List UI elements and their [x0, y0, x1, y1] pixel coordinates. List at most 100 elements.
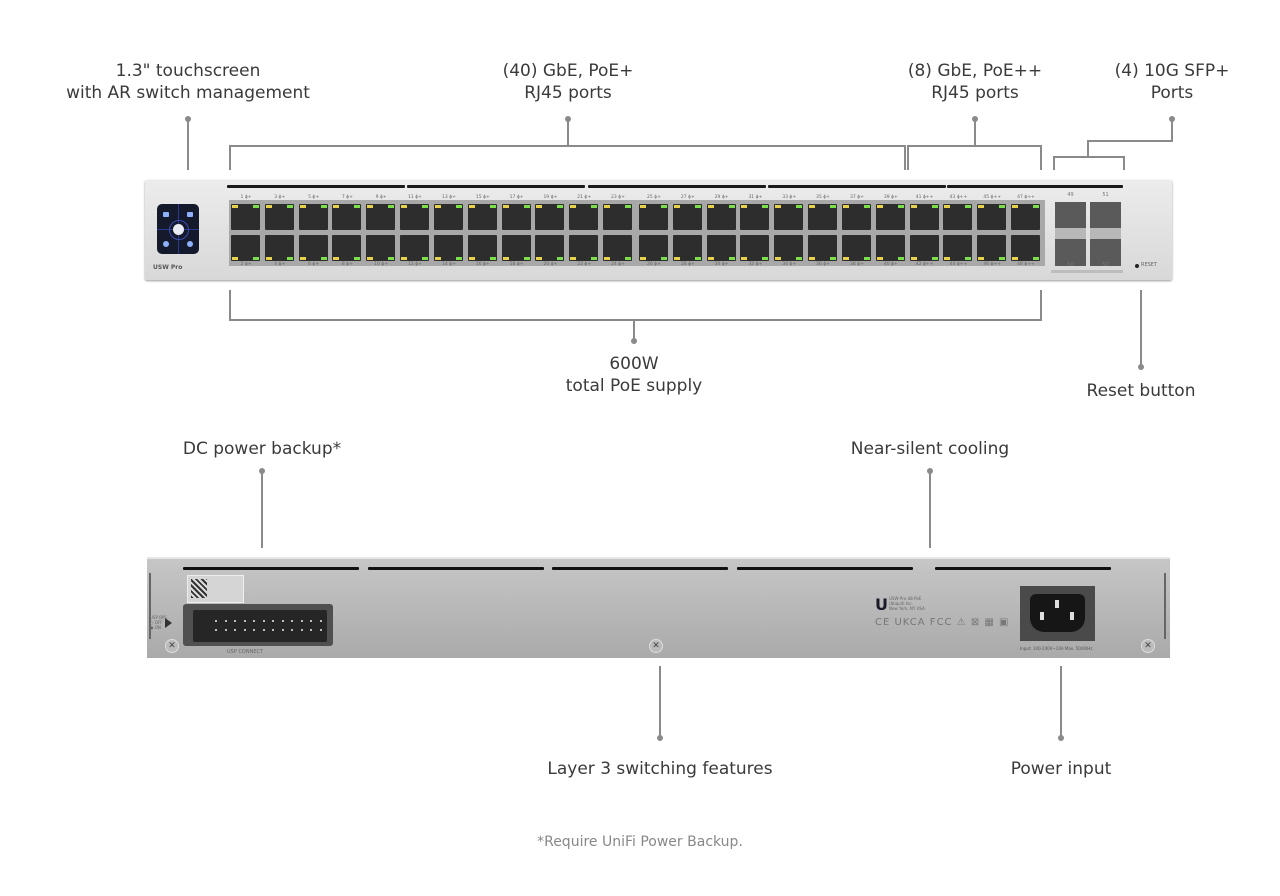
link-led — [253, 205, 259, 208]
rj45-port-48[interactable] — [1011, 235, 1040, 261]
port-number-label: 2 ϕ+ — [240, 262, 252, 267]
rj45-port-38[interactable] — [842, 235, 871, 261]
poe-led — [468, 257, 475, 260]
rj45-port-5[interactable] — [298, 204, 328, 230]
port-number-label: 45 ϕ++ — [983, 195, 1002, 200]
link-led — [320, 257, 327, 260]
dc-backup-connector[interactable] — [183, 604, 333, 646]
link-led — [1033, 257, 1039, 260]
rj45-port-15[interactable] — [467, 204, 497, 230]
rj45-port-44[interactable] — [943, 235, 973, 261]
reset-button[interactable] — [1135, 264, 1139, 268]
link-led — [456, 205, 462, 208]
touchscreen[interactable] — [157, 204, 199, 254]
screw-icon: ✕ — [1141, 639, 1155, 653]
leader-dot — [657, 735, 663, 741]
rj45-port-22[interactable] — [569, 235, 599, 261]
rj45-port-34[interactable] — [774, 235, 804, 261]
rj45-port-21[interactable] — [569, 204, 599, 230]
rj45-port-41[interactable] — [909, 204, 939, 230]
top-bar — [768, 185, 946, 188]
rj45-port-28[interactable] — [672, 235, 702, 261]
rj45-port-46[interactable] — [977, 235, 1007, 261]
rj45-port-39[interactable] — [875, 204, 905, 230]
link-led — [864, 205, 870, 208]
rj45-port-30[interactable] — [706, 235, 736, 261]
leader-dot — [1138, 364, 1144, 370]
connector-pin — [300, 629, 303, 631]
rj45-port-1[interactable] — [231, 204, 260, 230]
bracket-right — [1123, 156, 1125, 170]
link-led — [965, 205, 972, 208]
reset-callout: Reset button — [1086, 381, 1196, 401]
rj45-port-40[interactable] — [875, 235, 905, 261]
connector-pin — [291, 629, 293, 631]
rj45-port-27[interactable] — [672, 204, 702, 230]
rj45-port-24[interactable] — [603, 235, 632, 261]
rj45-port-35[interactable] — [808, 204, 837, 230]
poe-led — [265, 257, 272, 260]
screen-center-button[interactable] — [173, 224, 184, 235]
rj45-port-32[interactable] — [740, 235, 770, 261]
bracket-horizontal — [907, 145, 1041, 147]
port-number-label: 40 ϕ+ — [883, 262, 898, 267]
rj45-port-25[interactable] — [639, 204, 668, 230]
rj45-port-14[interactable] — [434, 235, 463, 261]
rj45-port-11[interactable] — [400, 204, 429, 230]
poe-led — [910, 205, 917, 208]
link-led — [253, 257, 259, 260]
link-led — [796, 205, 803, 208]
rj45-port-20[interactable] — [535, 235, 565, 261]
port-number-label: 15 ϕ+ — [475, 195, 490, 200]
link-led — [897, 257, 904, 260]
rj45-port-9[interactable] — [366, 204, 396, 230]
rj45-port-3[interactable] — [264, 204, 294, 230]
rj45-port-23[interactable] — [603, 204, 632, 230]
sfp-cage[interactable] — [1055, 202, 1086, 266]
rj45-port-7[interactable] — [332, 204, 362, 230]
link-led — [489, 257, 496, 260]
port-number-label: 38 ϕ+ — [850, 262, 864, 267]
rj45-port-29[interactable] — [706, 204, 736, 230]
layer3-callout: Layer 3 switching features — [547, 759, 773, 779]
rj45-port-36[interactable] — [808, 235, 837, 261]
rj45-port-33[interactable] — [774, 204, 804, 230]
rj45-port-8[interactable] — [332, 235, 362, 261]
poe-led — [978, 257, 985, 260]
rj45-port-37[interactable] — [842, 204, 871, 230]
rj45-port-16[interactable] — [467, 235, 497, 261]
rj45-port-12[interactable] — [400, 235, 429, 261]
leader-line — [1060, 666, 1062, 736]
rj45-port-43[interactable] — [943, 204, 973, 230]
rj45-port-4[interactable] — [264, 235, 294, 261]
rj45-port-13[interactable] — [434, 204, 463, 230]
poe-led — [707, 257, 714, 260]
port-group — [229, 200, 434, 266]
port-number-label: 11 ϕ+ — [408, 195, 422, 200]
power-inlet[interactable] — [1020, 586, 1095, 641]
callout-line-2: with AR switch management — [66, 83, 310, 103]
callout-line-1: (40) GbE, PoE+ — [502, 61, 634, 81]
vent-slot — [552, 567, 728, 570]
rj45-port-19[interactable] — [535, 204, 565, 230]
rj45-port-26[interactable] — [639, 235, 668, 261]
rj45-port-10[interactable] — [366, 235, 396, 261]
connector-pin — [272, 620, 274, 622]
link-led — [591, 205, 598, 208]
rj45-port-17[interactable] — [501, 204, 531, 230]
rj45-port-2[interactable] — [231, 235, 260, 261]
rj45-port-42[interactable] — [909, 235, 939, 261]
rj45-port-45[interactable] — [977, 204, 1007, 230]
port-number-label: 27 ϕ+ — [680, 195, 695, 200]
rj45-port-6[interactable] — [298, 235, 328, 261]
sfp-cage[interactable] — [1090, 202, 1121, 266]
poe-led — [843, 205, 849, 208]
rj45-port-18[interactable] — [501, 235, 531, 261]
connector-pin — [253, 629, 255, 631]
port-number-label: 35 ϕ+ — [816, 195, 830, 200]
bracket-horizontal — [229, 145, 906, 147]
rj45-port-47[interactable] — [1011, 204, 1040, 230]
poe-led — [944, 205, 951, 208]
connector-pin — [310, 629, 312, 631]
rj45-port-31[interactable] — [740, 204, 770, 230]
